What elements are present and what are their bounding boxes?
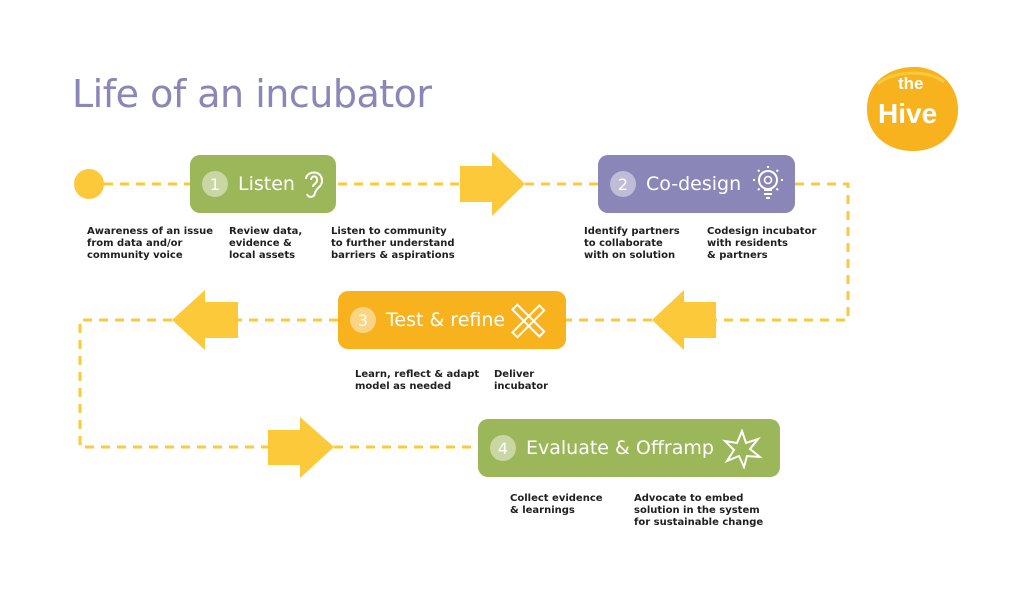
page-title: Life of an incubator	[72, 72, 432, 116]
arrow-right-2	[268, 417, 334, 478]
step-1-number: 1	[202, 171, 228, 197]
step-4-box: 4 Evaluate & Offramp	[478, 419, 780, 477]
logo-text-hive: Hive	[878, 98, 938, 129]
arrow-right-1	[460, 152, 525, 216]
note-codesign: Codesign incubator with residents & part…	[707, 226, 817, 261]
note-listen-community: Listen to community to further understan…	[331, 226, 455, 261]
note-advocate: Advocate to embed solution in the system…	[634, 493, 764, 528]
step-4-label: Evaluate & Offramp	[526, 437, 714, 459]
arrow-left-2	[172, 290, 238, 350]
lightbulb-icon	[753, 166, 783, 199]
step-1-label: Listen	[238, 173, 295, 195]
step-4-number: 4	[490, 435, 516, 461]
step-3-label: Test & refine	[386, 309, 506, 331]
step-3-number: 3	[350, 307, 376, 333]
hive-logo	[866, 66, 959, 152]
arrow-left-1	[652, 290, 716, 350]
step-1-box: 1 Listen	[190, 155, 336, 213]
note-awareness: Awareness of an issue from data and/or c…	[87, 226, 214, 261]
star-burst-icon	[722, 429, 762, 469]
start-dot	[74, 169, 104, 199]
step-2-label: Co-design	[646, 173, 742, 195]
note-collect-evidence: Collect evidence & learnings	[510, 493, 603, 516]
step-2-box: 2 Co-design	[598, 155, 795, 213]
ear-icon	[305, 171, 324, 198]
step-3-box: 3 Test & refine	[338, 291, 566, 349]
note-review-data: Review data, evidence & local assets	[229, 226, 303, 261]
logo-text-the: the	[898, 74, 924, 93]
ruler-pencil-icon	[511, 303, 546, 339]
flow-path-row2	[78, 318, 652, 449]
note-identify-partners: Identify partners to collaborate with on…	[584, 226, 680, 261]
step-2-number: 2	[610, 171, 636, 197]
note-deliver: Deliver incubator	[494, 369, 549, 392]
note-learn-reflect: Learn, reflect & adapt model as needed	[355, 369, 480, 392]
